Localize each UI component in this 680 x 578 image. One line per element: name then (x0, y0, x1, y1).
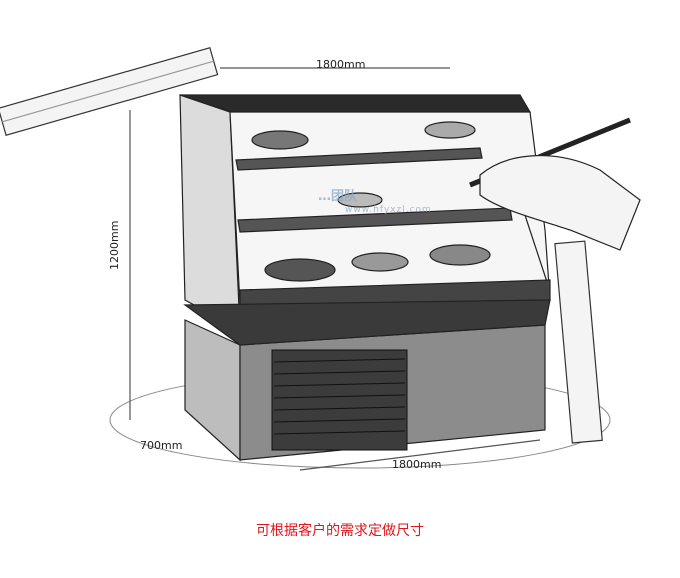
watermark-name: …团队 (318, 189, 358, 204)
ruler-left (0, 46, 219, 136)
cake-3 (264, 258, 336, 282)
height-label: 1200mm (108, 220, 121, 270)
cabinet-top (183, 299, 551, 346)
watermark-url: www.hfyxzl.com (345, 205, 432, 215)
cake-5 (429, 244, 491, 266)
bottom-width-label: 1800mm (392, 458, 442, 471)
cake-4 (351, 252, 409, 272)
shelf-2 (237, 207, 513, 233)
cake-2 (424, 121, 476, 139)
caption: 可根据客户的需求定做尺寸 (256, 523, 424, 539)
hand-with-pencil (469, 117, 641, 251)
shelf-1 (235, 147, 483, 171)
top-width-label: 1800mm (316, 58, 366, 71)
case-top (179, 94, 532, 113)
cake-1 (251, 130, 309, 150)
cabinet-left (184, 319, 241, 462)
depth-label: 700mm (140, 439, 183, 452)
bottom-dim-line (299, 439, 541, 471)
cake-6 (337, 192, 383, 208)
ruler-right (554, 240, 603, 444)
vent-grille (271, 349, 408, 451)
